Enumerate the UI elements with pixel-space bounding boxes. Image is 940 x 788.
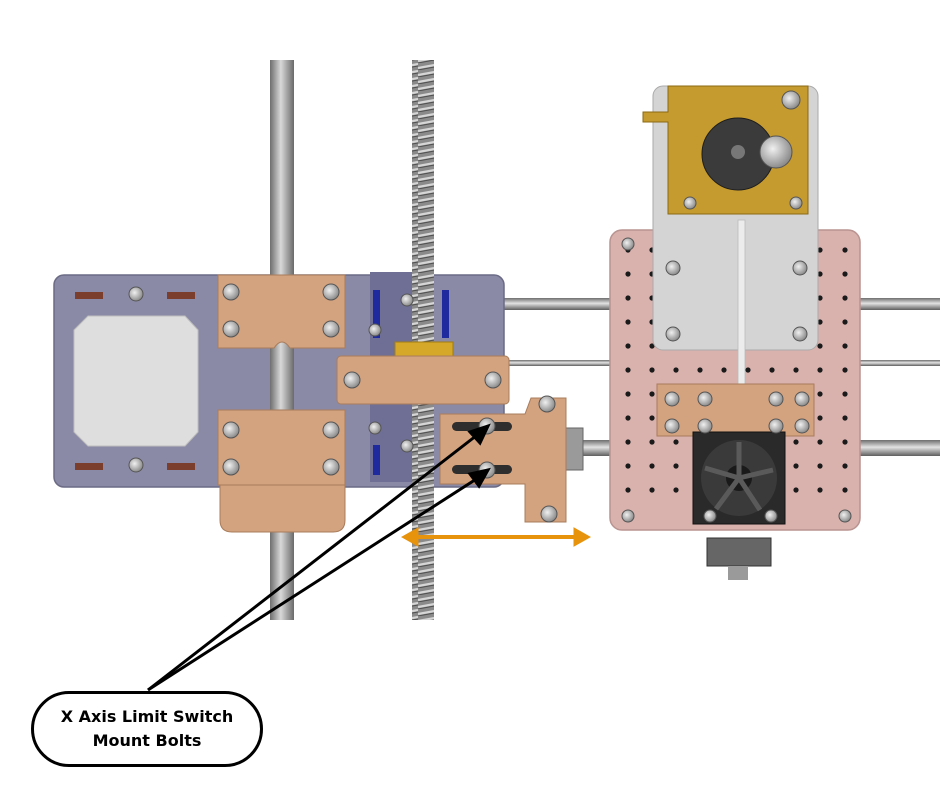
mount-hole (817, 439, 823, 445)
mount-hole (625, 415, 631, 421)
mount-hole (842, 487, 848, 493)
mount-hole (625, 271, 631, 277)
mount-hole (842, 319, 848, 325)
mount-hole (793, 439, 799, 445)
mount-hole (649, 463, 655, 469)
mount-hole (649, 343, 655, 349)
mount-hole (649, 415, 655, 421)
callout-line-1: X Axis Limit Switch (60, 707, 234, 726)
mount-hole (625, 487, 631, 493)
mount-hole (625, 391, 631, 397)
limit-switch-bracket (439, 395, 584, 523)
mount-hole (673, 487, 679, 493)
mount-hole (842, 367, 848, 373)
mount-hole (649, 439, 655, 445)
mount-hole (817, 391, 823, 397)
mount-hole (817, 319, 823, 325)
extruder-body (642, 85, 809, 215)
mount-hole (793, 487, 799, 493)
mount-hole (817, 415, 823, 421)
callout-pointers (147, 423, 491, 692)
mount-hole (649, 487, 655, 493)
mount-hole (842, 271, 848, 277)
mount-hole (817, 247, 823, 253)
mount-hole (842, 343, 848, 349)
mount-hole (842, 439, 848, 445)
bearing-clamps (217, 274, 510, 533)
mount-hole (842, 391, 848, 397)
mount-hole (625, 319, 631, 325)
limit-switch-callout: X Axis Limit Switch Mount Bolts (31, 691, 263, 767)
hotend-assembly (656, 383, 815, 580)
mount-hole (842, 247, 848, 253)
mount-hole (817, 367, 823, 373)
mount-hole (817, 343, 823, 349)
mount-hole (649, 367, 655, 373)
mount-hole (842, 415, 848, 421)
mount-hole (817, 487, 823, 493)
carriage-bolts (621, 237, 852, 523)
plate-bolts (128, 283, 502, 476)
mount-hole (817, 463, 823, 469)
mount-hole (673, 463, 679, 469)
mount-hole (721, 367, 727, 373)
x-travel-arrow (400, 527, 592, 547)
mount-hole (625, 343, 631, 349)
mount-hole (842, 295, 848, 301)
mount-hole (625, 367, 631, 373)
mount-hole (817, 295, 823, 301)
mount-hole (625, 463, 631, 469)
callout-line-2: Mount Bolts (92, 731, 202, 750)
mount-hole (793, 367, 799, 373)
mount-hole (817, 271, 823, 277)
mount-hole (673, 439, 679, 445)
mount-hole (842, 463, 848, 469)
mount-hole (769, 367, 775, 373)
mount-hole (649, 391, 655, 397)
mount-hole (745, 367, 751, 373)
mount-hole (625, 295, 631, 301)
mount-hole (793, 463, 799, 469)
mount-hole (697, 367, 703, 373)
mount-hole (673, 367, 679, 373)
mount-hole (625, 439, 631, 445)
